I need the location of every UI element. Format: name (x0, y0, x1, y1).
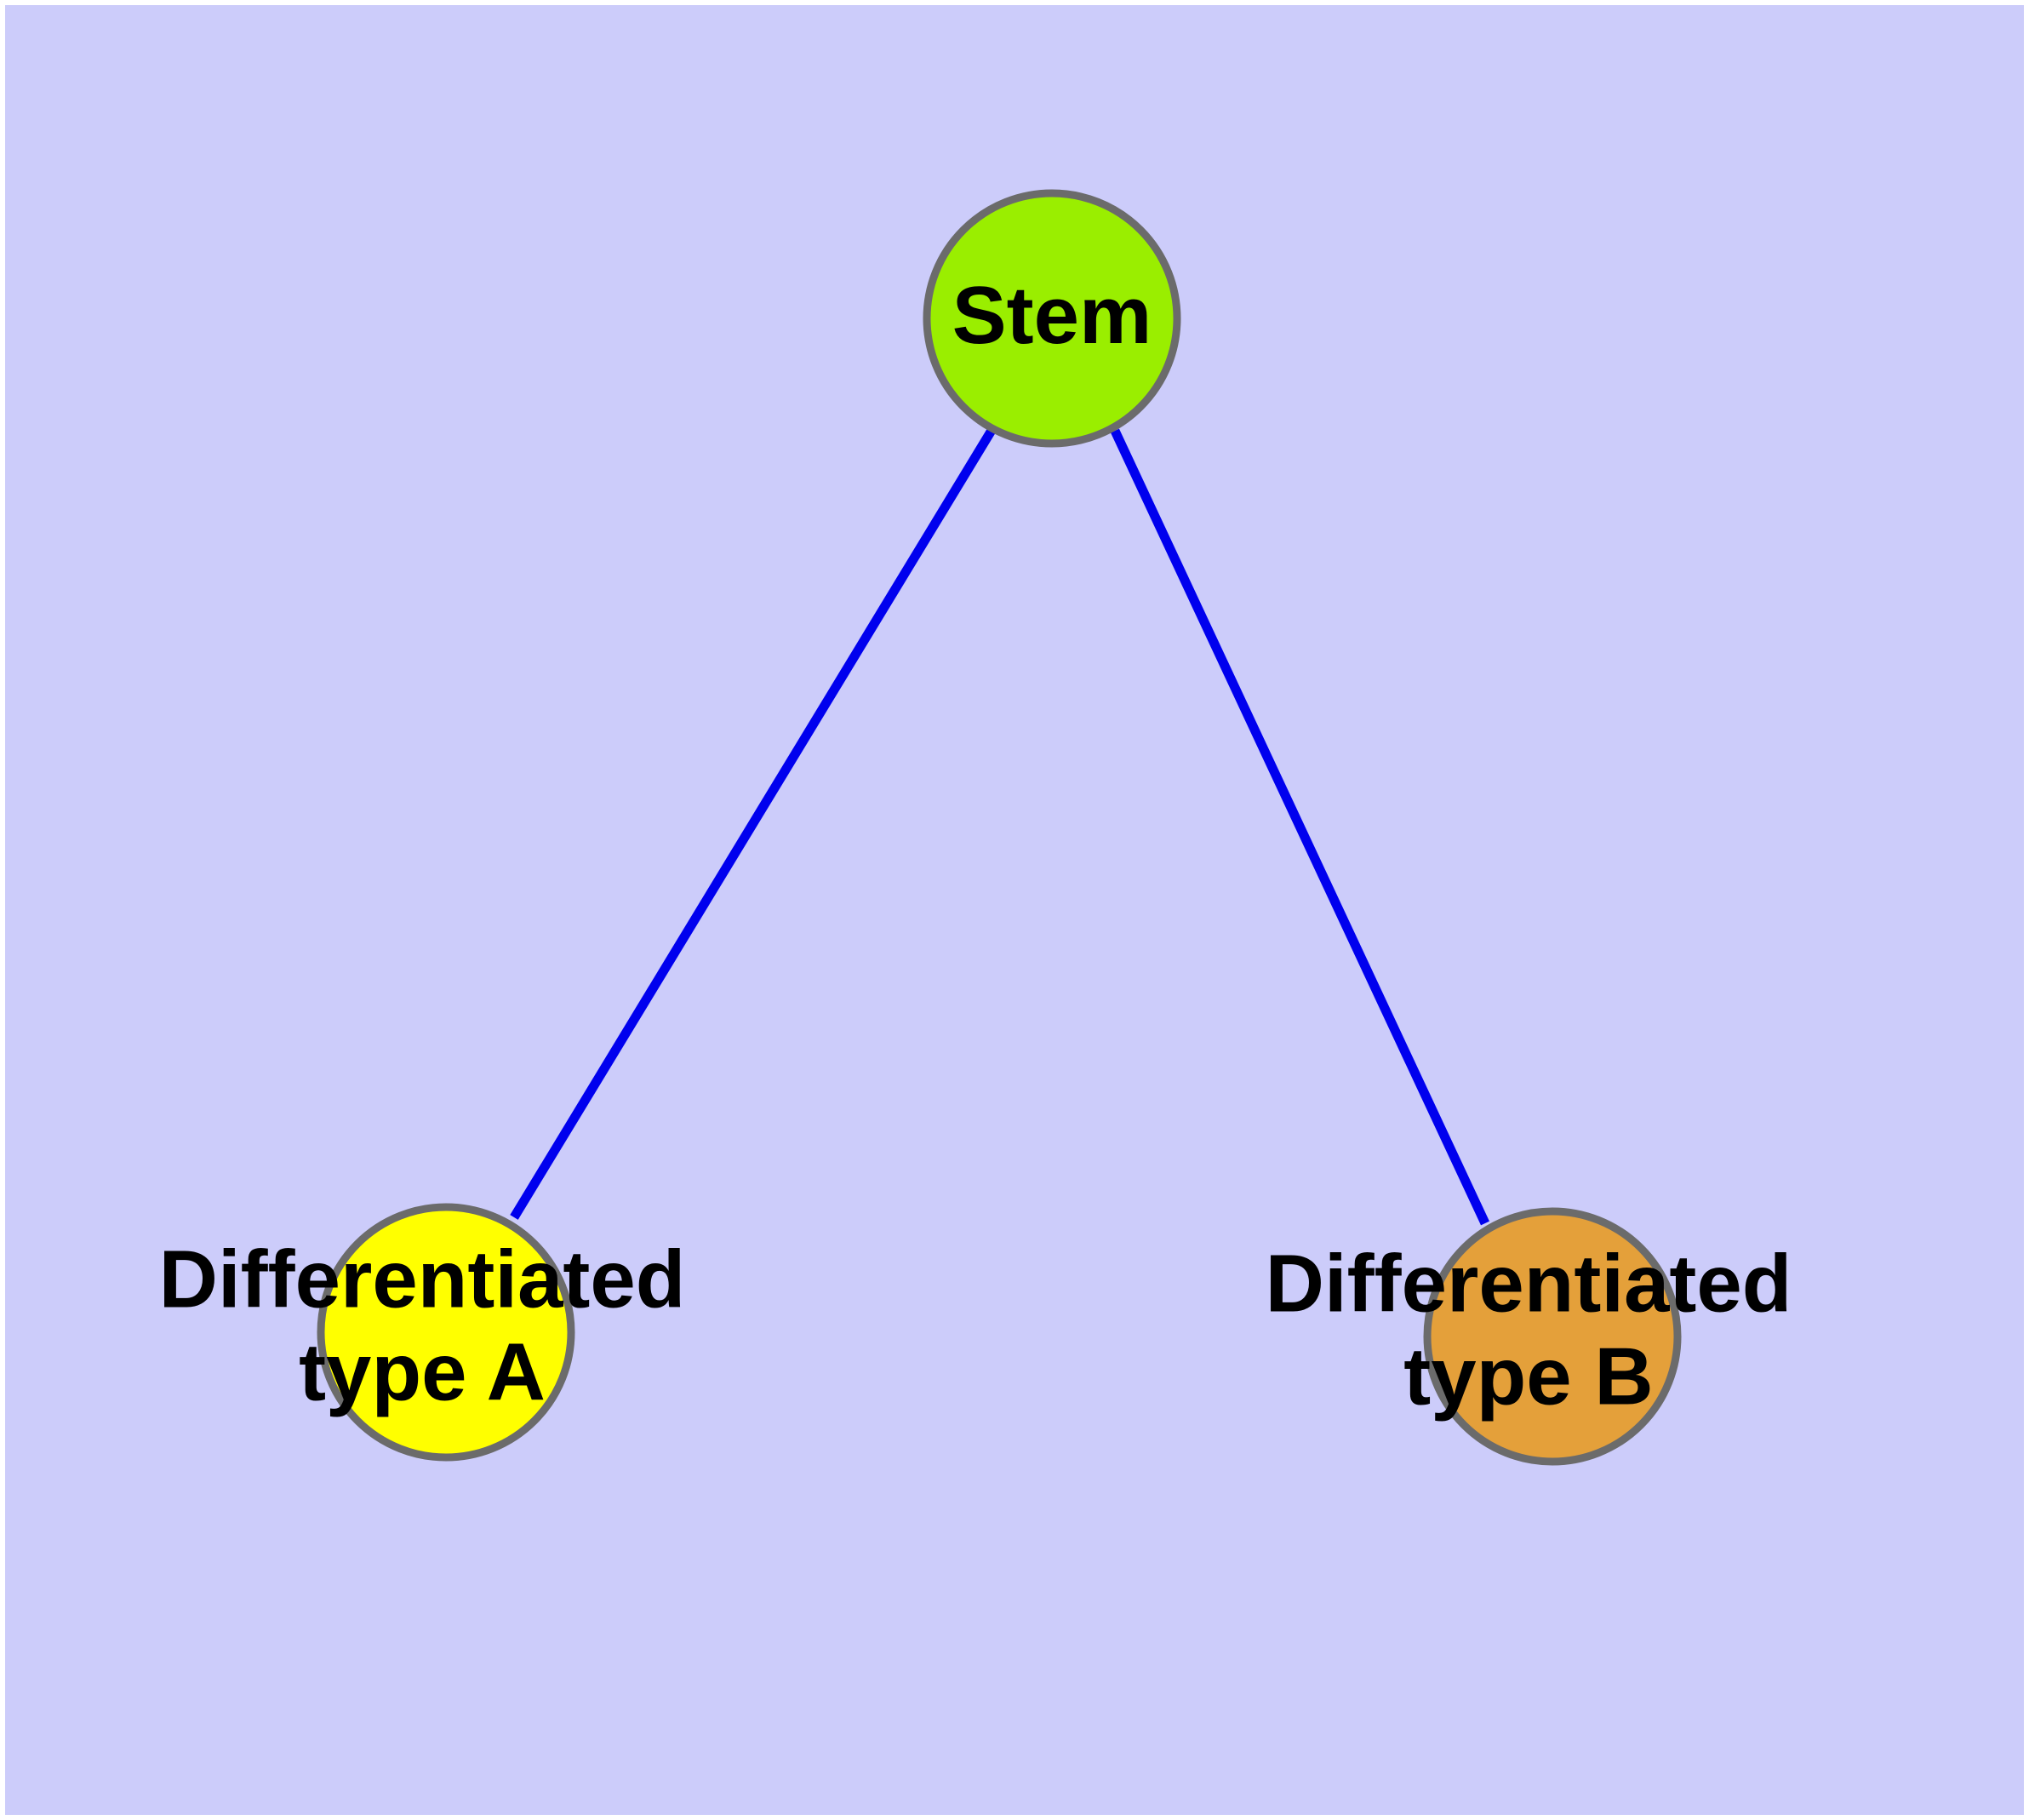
node-differentiated-type-a[interactable] (317, 1203, 575, 1462)
node-differentiated-type-b-circle[interactable] (1423, 1207, 1682, 1466)
node-differentiated-type-a-circle[interactable] (317, 1203, 575, 1462)
node-stem-label: Stem (952, 270, 1152, 361)
edge-stem-to-differentiated-type-b (1111, 428, 1489, 1226)
nodes-layer (317, 189, 1682, 1466)
node-differentiated-type-b[interactable] (1423, 1207, 1682, 1466)
node-stem[interactable] (923, 189, 1181, 448)
node-stem-circle[interactable] (923, 189, 1181, 448)
edge-stem-to-differentiated-type-a (510, 426, 997, 1220)
edges-layer (510, 426, 1489, 1226)
